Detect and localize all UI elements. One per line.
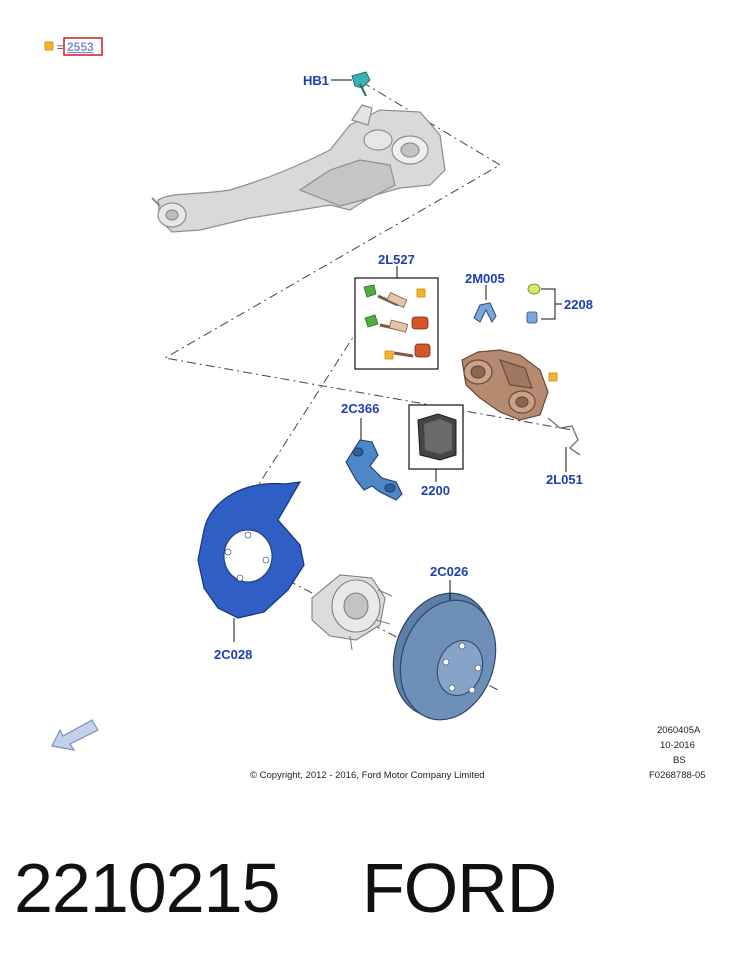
callout-2c366[interactable]: 2C366 xyxy=(341,401,379,416)
trailing-arm-knuckle xyxy=(157,104,446,233)
callout-2l051[interactable]: 2L051 xyxy=(546,472,583,487)
caption-brand: FORD xyxy=(361,849,557,927)
callout-hb1[interactable]: HB1 xyxy=(303,73,329,88)
brake-caliper xyxy=(461,349,549,421)
brake-disc-2c026 xyxy=(392,592,497,721)
callout-2m005[interactable]: 2M005 xyxy=(465,271,505,286)
brake-pad-set-2200 xyxy=(417,413,457,461)
bleeder-screw-2208 xyxy=(526,311,538,324)
slide-pin-lower xyxy=(384,343,431,360)
caliper-note-marker xyxy=(548,372,558,382)
illustration-region: BS xyxy=(673,755,686,766)
leader-2208 xyxy=(541,288,562,320)
bolt-hb1 xyxy=(351,71,371,97)
slide-pin-upper xyxy=(363,284,408,308)
note-marker xyxy=(44,41,54,51)
ref-link-box xyxy=(63,37,103,56)
callout-2c026[interactable]: 2C026 xyxy=(430,564,468,579)
arm-end-stud xyxy=(151,197,161,207)
wheel-hub-bearing xyxy=(311,574,393,651)
anti-rattle-clip-2m005 xyxy=(473,302,497,323)
callout-2208[interactable]: 2208 xyxy=(564,297,593,312)
ref-link-2553[interactable]: 2553 xyxy=(67,40,94,54)
part-caption: 2210215 FORD xyxy=(14,848,734,928)
caption-part-number: 2210215 xyxy=(14,849,281,927)
callout-2c028[interactable]: 2C028 xyxy=(214,647,252,662)
copyright-notice: © Copyright, 2012 - 2016, Ford Motor Com… xyxy=(250,770,485,781)
slide-pin-middle xyxy=(364,314,429,333)
callout-2200[interactable]: 2200 xyxy=(421,483,450,498)
brake-hose-2l051 xyxy=(547,417,581,456)
grease-marker-upper xyxy=(416,288,426,298)
figure-number: F0268788-05 xyxy=(649,770,706,781)
vehicle-front-arrow-icon xyxy=(51,719,99,751)
illustration-code: 2060405A xyxy=(657,725,701,736)
illustration-date: 10-2016 xyxy=(660,740,695,751)
dust-shield-2c028 xyxy=(197,481,305,619)
equals-sign: = xyxy=(57,42,63,54)
bleeder-cap-2208 xyxy=(527,283,541,295)
callout-2l527[interactable]: 2L527 xyxy=(378,252,415,267)
caliper-bracket-2c366 xyxy=(345,439,403,501)
